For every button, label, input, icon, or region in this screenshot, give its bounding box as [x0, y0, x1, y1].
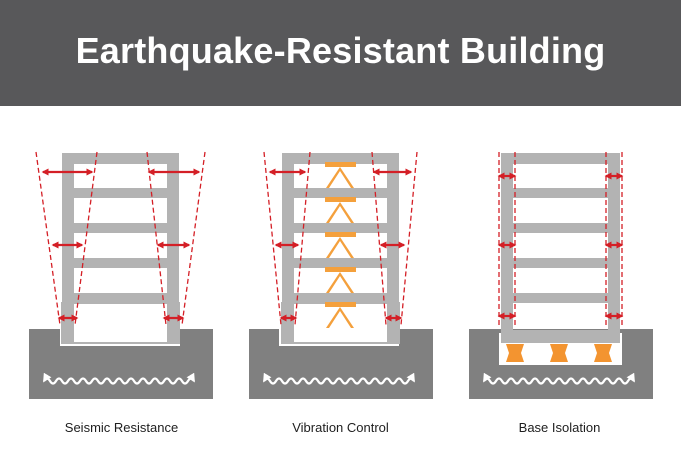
panel-seismic-resistance — [29, 151, 213, 399]
building-frame — [62, 153, 179, 343]
page-title: Earthquake-Resistant Building — [75, 30, 606, 71]
isolator-icon — [506, 344, 612, 362]
wave-arrow-icon — [43, 372, 195, 385]
double-arrow-icon — [41, 168, 201, 322]
wave-arrow-icon — [483, 372, 635, 385]
foundation-pit — [60, 329, 180, 346]
double-arrow-icon — [268, 168, 413, 322]
damper-icon — [325, 162, 356, 328]
caption-seismic-resistance: Seismic Resistance — [64, 420, 179, 435]
caption-vibration-control: Vibration Control — [292, 420, 389, 435]
deflection-guide-lines — [35, 151, 206, 326]
building-frame — [501, 153, 620, 343]
building-frame — [282, 153, 399, 343]
ground-floor-outline — [61, 302, 180, 344]
foundation-pit — [279, 329, 399, 346]
deflection-guide-lines — [498, 152, 623, 328]
caption-base-isolation: Base Isolation — [518, 420, 601, 435]
deflection-guide-lines — [263, 151, 418, 326]
wave-arrow-icon — [263, 372, 415, 385]
header-banner — [0, 0, 681, 106]
panel-base-isolation — [469, 152, 653, 399]
panel-vibration-control — [249, 151, 433, 399]
double-arrow-icon — [497, 172, 624, 320]
